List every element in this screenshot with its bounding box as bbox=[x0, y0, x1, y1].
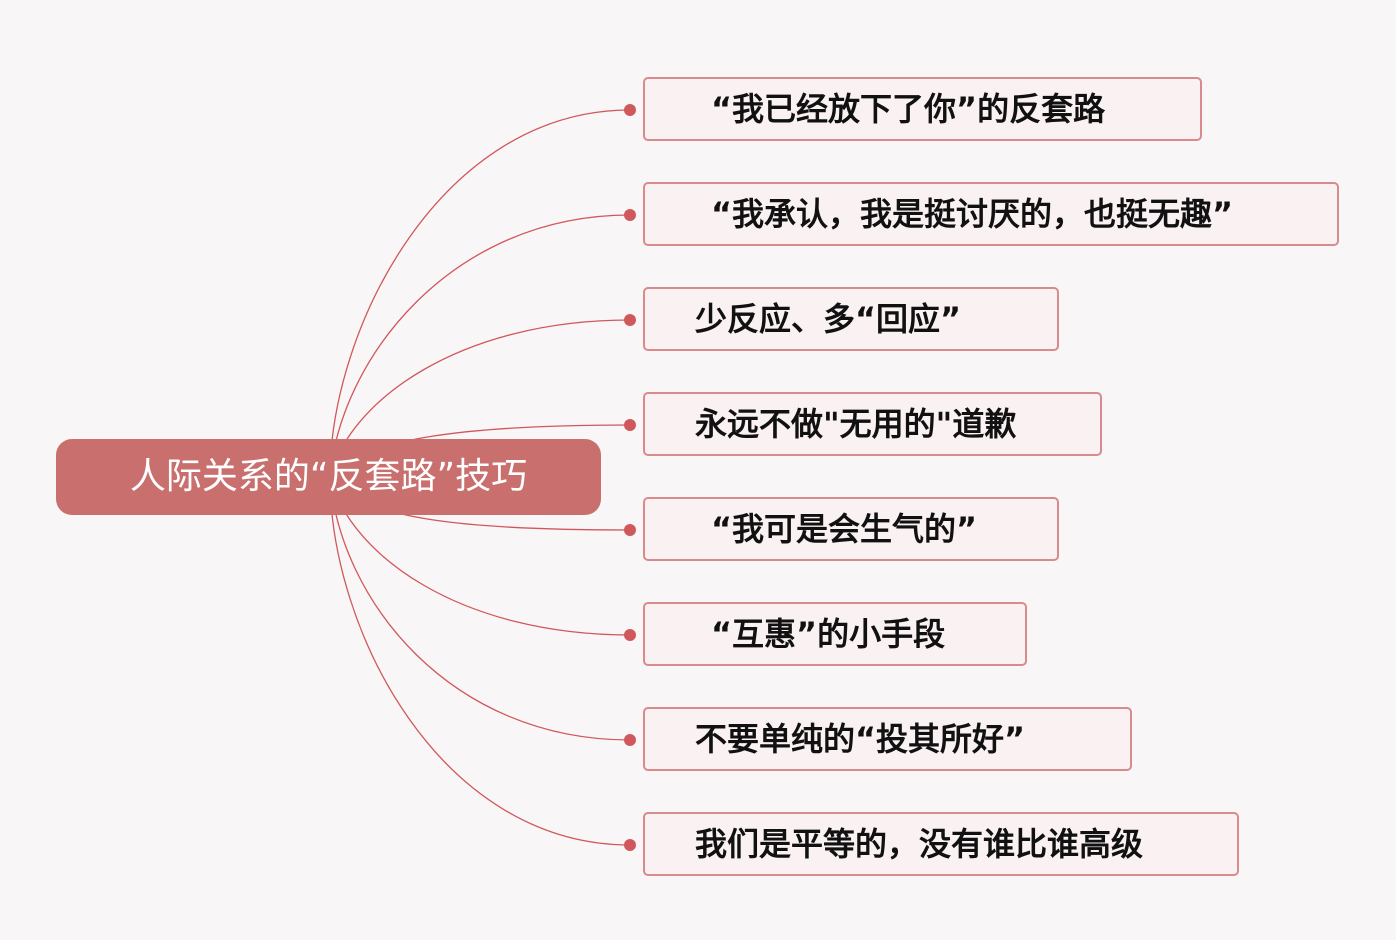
branch-topic-label: “我已经放下了你”的反套路 bbox=[711, 90, 1106, 128]
connector-dot-8 bbox=[624, 839, 636, 851]
connector-dot-7 bbox=[624, 734, 636, 746]
branch-topic-label: 少反应、多“回应” bbox=[695, 300, 962, 338]
connector-dot-4 bbox=[624, 419, 636, 431]
branch-topic-label: 不要单纯的“投其所好” bbox=[695, 720, 1026, 758]
branch-topic-label: “我承认，我是挺讨厌的，也挺无趣” bbox=[711, 195, 1234, 233]
branch-topic-label: 我们是平等的，没有谁比谁高级 bbox=[695, 825, 1144, 863]
connector-2 bbox=[329, 214, 631, 478]
branch-topic-4[interactable]: 永远不做"无用的"道歉 bbox=[643, 392, 1102, 456]
branch-topic-1[interactable]: “我已经放下了你”的反套路 bbox=[643, 77, 1202, 141]
branch-topic-3[interactable]: 少反应、多“回应” bbox=[643, 287, 1059, 351]
branch-topic-label: “我可是会生气的” bbox=[711, 510, 978, 548]
connector-dot-2 bbox=[624, 209, 636, 221]
connector-8 bbox=[329, 476, 631, 846]
root-topic[interactable]: 人际关系的“反套路”技巧 bbox=[56, 439, 601, 515]
connector-dot-3 bbox=[624, 314, 636, 326]
branch-topic-6[interactable]: “互惠”的小手段 bbox=[643, 602, 1027, 666]
branch-topic-label: 永远不做"无用的"道歉 bbox=[695, 405, 1017, 443]
connector-7 bbox=[329, 476, 631, 741]
branch-topic-8[interactable]: 我们是平等的，没有谁比谁高级 bbox=[643, 812, 1239, 876]
connector-dot-1 bbox=[624, 104, 636, 116]
branch-topic-7[interactable]: 不要单纯的“投其所好” bbox=[643, 707, 1132, 771]
connector-dot-5 bbox=[624, 524, 636, 536]
branch-topic-5[interactable]: “我可是会生气的” bbox=[643, 497, 1059, 561]
connector-dot-6 bbox=[624, 629, 636, 641]
root-topic-label: 人际关系的“反套路”技巧 bbox=[129, 456, 528, 497]
connector-1 bbox=[329, 109, 631, 478]
branch-topic-2[interactable]: “我承认，我是挺讨厌的，也挺无趣” bbox=[643, 182, 1339, 246]
branch-topic-label: “互惠”的小手段 bbox=[711, 615, 946, 653]
